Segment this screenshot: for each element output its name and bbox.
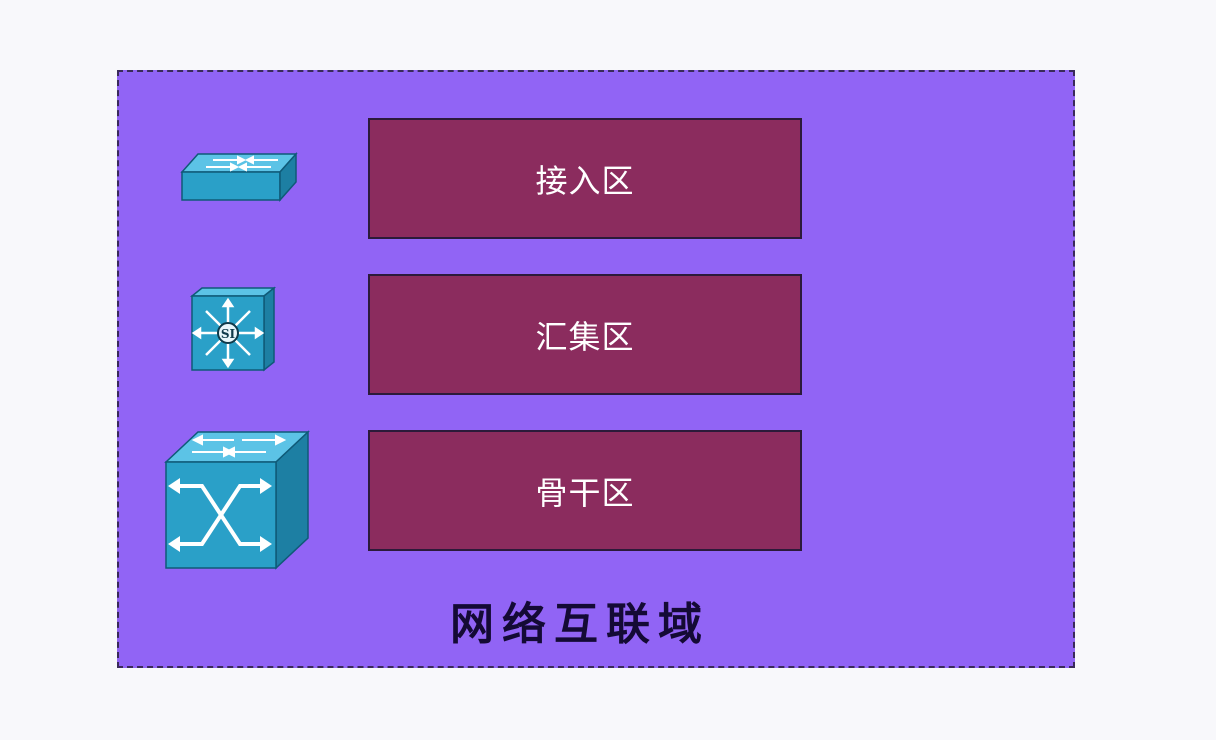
aggregation-zone-box: 汇集区 xyxy=(368,274,802,395)
backbone-zone-box: 骨干区 xyxy=(368,430,802,551)
backbone-zone-label: 骨干区 xyxy=(535,473,635,512)
domain-label: 网络互联域 xyxy=(450,599,710,650)
core-switch-icon xyxy=(162,428,312,574)
aggregation-zone-label: 汇集区 xyxy=(535,317,635,356)
access-switch-icon xyxy=(178,150,300,206)
multilayer-switch-icon: SI xyxy=(186,284,278,374)
access-zone-label: 接入区 xyxy=(535,161,635,200)
multilayer-switch-badge: SI xyxy=(221,327,236,341)
access-zone-box: 接入区 xyxy=(368,118,802,239)
